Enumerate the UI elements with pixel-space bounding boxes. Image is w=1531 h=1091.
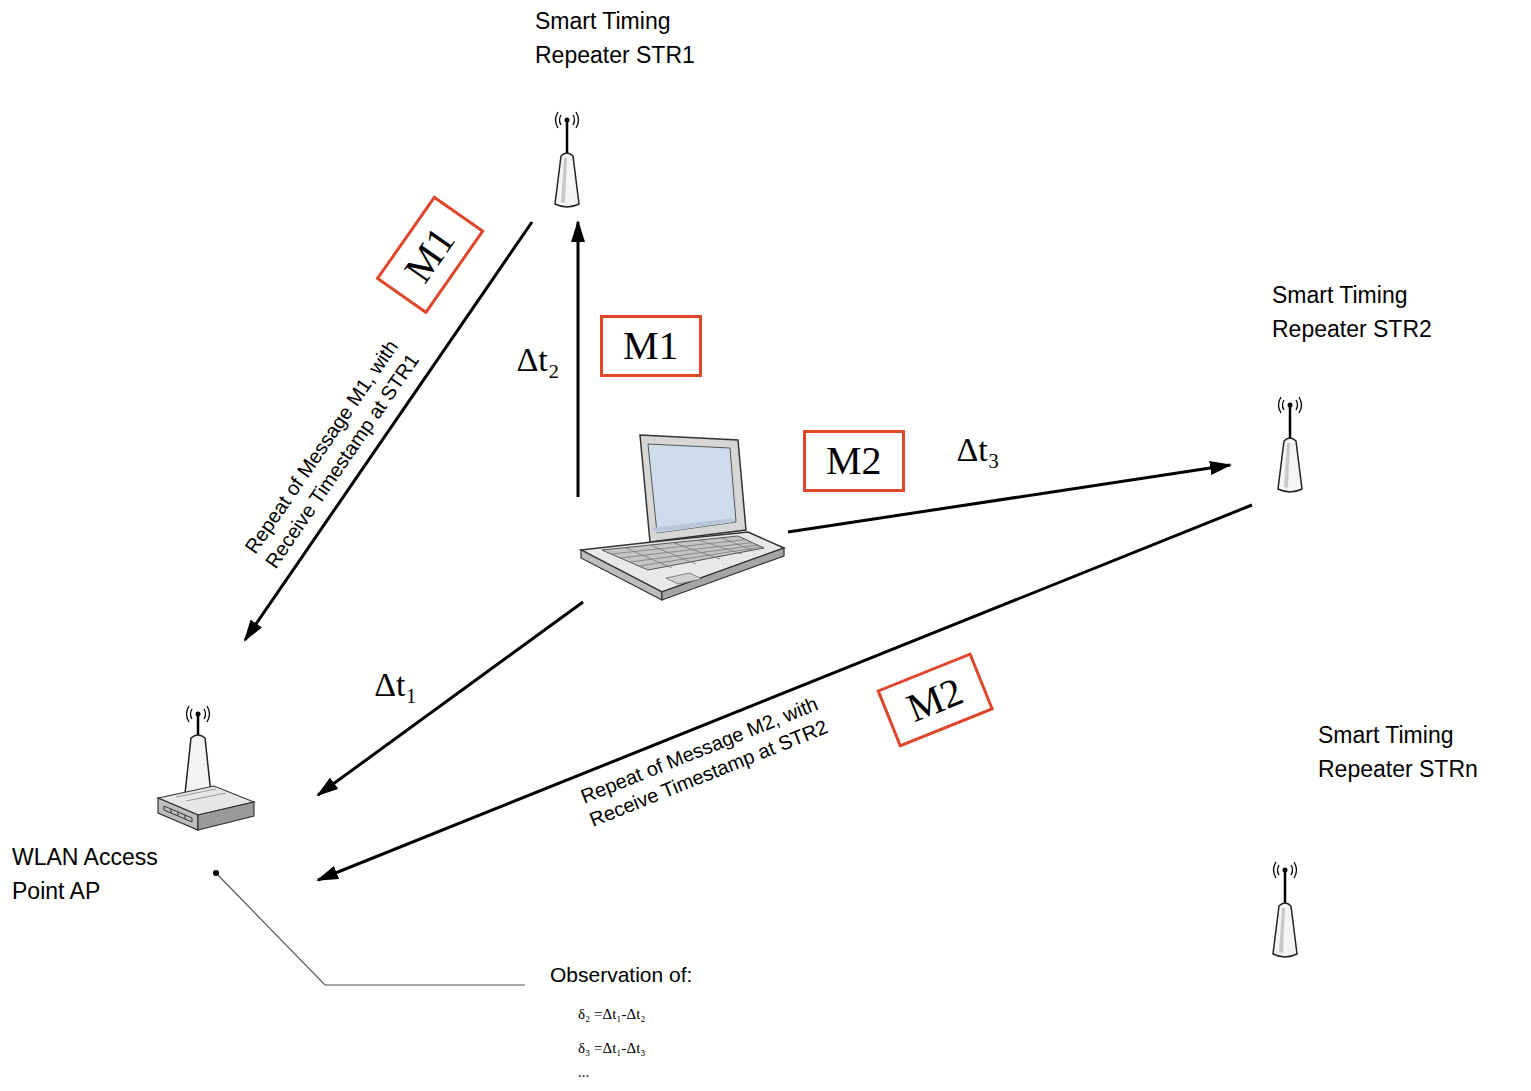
device-node: WLAN Access Point AP: [8, 640, 318, 908]
message-box: M1: [375, 196, 484, 315]
edge-note: Repeat of Message M2, with Receive Times…: [565, 686, 843, 837]
device-label: Smart Timing Repeater STR2: [1272, 278, 1447, 346]
laptop-icon: [578, 432, 788, 602]
message-label: M2: [900, 667, 969, 732]
edge-note: Repeat of Message M1, with Receive Times…: [232, 324, 432, 583]
drawing-part: [1273, 903, 1297, 957]
drawing-part: [611, 538, 761, 568]
equation-text: ...: [578, 1062, 589, 1082]
device-node: Smart Timing Repeater STR2: [1230, 278, 1447, 505]
drawing-part: [185, 735, 211, 794]
leader-dot: [213, 870, 219, 876]
antenna-icon: [1270, 395, 1310, 495]
drawing-part: [1283, 868, 1288, 873]
device-node: Smart Timing Repeater STRn: [1260, 718, 1493, 960]
message-box: M2: [876, 652, 993, 747]
drawing-part: [164, 806, 192, 822]
drawing-part: [565, 118, 570, 123]
delay-label: Δt₃: [956, 430, 999, 470]
leader-line: [216, 873, 525, 985]
drawing-part: [1284, 443, 1290, 488]
drawing-part: [1284, 872, 1287, 904]
drawing-part: [555, 153, 579, 207]
drawing-part: [566, 122, 569, 154]
message-label: M2: [826, 437, 882, 485]
message-arrow: [318, 505, 1252, 880]
delay-label: Δt₁: [374, 665, 417, 705]
antenna-icon: [547, 110, 587, 210]
message-box: M1: [600, 315, 702, 377]
drawing-part: [197, 716, 200, 736]
equation-text: δ₃ =Δt₁-Δt₃: [578, 1038, 646, 1058]
message-label: M1: [623, 322, 679, 370]
access-point-icon: [156, 702, 256, 832]
message-arrow: [577, 222, 580, 497]
delay-label: Δt₂: [516, 340, 559, 380]
drawing-part: [640, 435, 746, 542]
message-arrow: [318, 602, 583, 795]
drawing-part: [196, 712, 201, 717]
drawing-part: [666, 573, 702, 584]
device-label: WLAN Access Point AP: [12, 840, 187, 908]
laptop-node: [578, 432, 788, 602]
drawing-part: [561, 158, 567, 203]
drawing-part: [198, 802, 254, 830]
drawing-part: [1278, 438, 1302, 492]
device-label: Smart Timing Repeater STRn: [1318, 718, 1493, 786]
drawing-part: [648, 444, 736, 533]
drawing-part: [602, 536, 764, 570]
drawing-part: [1279, 908, 1285, 953]
device-node: Smart Timing Repeater STR1: [530, 4, 710, 222]
drawing-part: [652, 518, 735, 533]
message-label: M1: [394, 218, 465, 291]
drawing-part: [1289, 407, 1292, 439]
drawing-part: [158, 798, 198, 830]
drawing-part: [176, 789, 226, 801]
observation-note: Observation of:: [550, 962, 692, 988]
device-label: Smart Timing Repeater STR1: [535, 4, 710, 72]
message-box: M2: [803, 430, 905, 492]
equation-text: δ₂ =Δt₁-Δt₂: [578, 1004, 646, 1024]
drawing-part: [1288, 403, 1293, 408]
antenna-icon: [1265, 860, 1305, 960]
